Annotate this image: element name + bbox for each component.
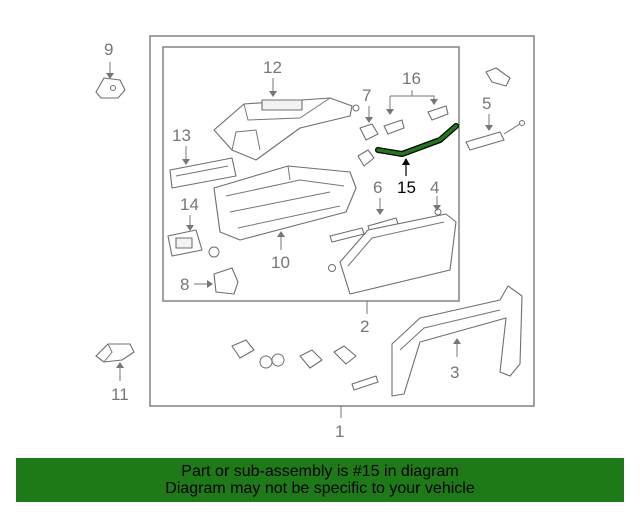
part-14-latch-plate[interactable] xyxy=(167,229,220,258)
callout-13: 13 xyxy=(172,126,191,145)
part-15-seal-strip-highlighted[interactable] xyxy=(375,123,459,157)
callout-10: 10 xyxy=(271,253,290,272)
part-4-glove-box-door[interactable] xyxy=(328,208,457,295)
banner-line-1: Part or sub-assembly is #15 in diagram xyxy=(181,463,459,480)
callout-12: 12 xyxy=(263,58,282,77)
part-7-bumper[interactable] xyxy=(357,123,379,167)
part-16-pads[interactable] xyxy=(383,105,449,135)
part-12-upper-tray[interactable] xyxy=(213,97,360,161)
part-15-highlight xyxy=(376,124,458,156)
callout-3: 3 xyxy=(450,363,459,382)
parts-diagram: 9 11 12 13 10 14 xyxy=(95,35,535,441)
part-3-panel[interactable] xyxy=(391,285,523,397)
assembly-frame xyxy=(149,35,535,407)
callout-14: 14 xyxy=(180,195,199,214)
part-5-damper[interactable] xyxy=(465,67,525,151)
callout-11: 11 xyxy=(111,385,129,404)
callout-2: 2 xyxy=(360,317,369,336)
part-13-trim-strip[interactable] xyxy=(169,157,237,189)
callout-16: 16 xyxy=(402,69,421,88)
part-11-bracket[interactable] xyxy=(95,343,135,363)
callout-6: 6 xyxy=(373,178,382,197)
banner-line-2: Diagram may not be specific to your vehi… xyxy=(165,480,475,497)
callout-15: 15 xyxy=(397,178,416,197)
part-8-clip[interactable] xyxy=(213,267,239,295)
part-10-glove-box-housing[interactable] xyxy=(213,165,357,241)
callout-4: 4 xyxy=(430,178,439,197)
callout-1: 1 xyxy=(335,422,344,441)
part-9-bracket[interactable] xyxy=(95,77,126,99)
subassembly-frame xyxy=(162,46,460,302)
loose-clips-group[interactable] xyxy=(231,339,379,391)
callout-8: 8 xyxy=(180,275,189,294)
info-banner: Part or sub-assembly is #15 in diagram D… xyxy=(16,458,624,502)
callout-9: 9 xyxy=(104,40,113,59)
callout-5: 5 xyxy=(482,94,491,113)
callout-7: 7 xyxy=(362,86,371,105)
